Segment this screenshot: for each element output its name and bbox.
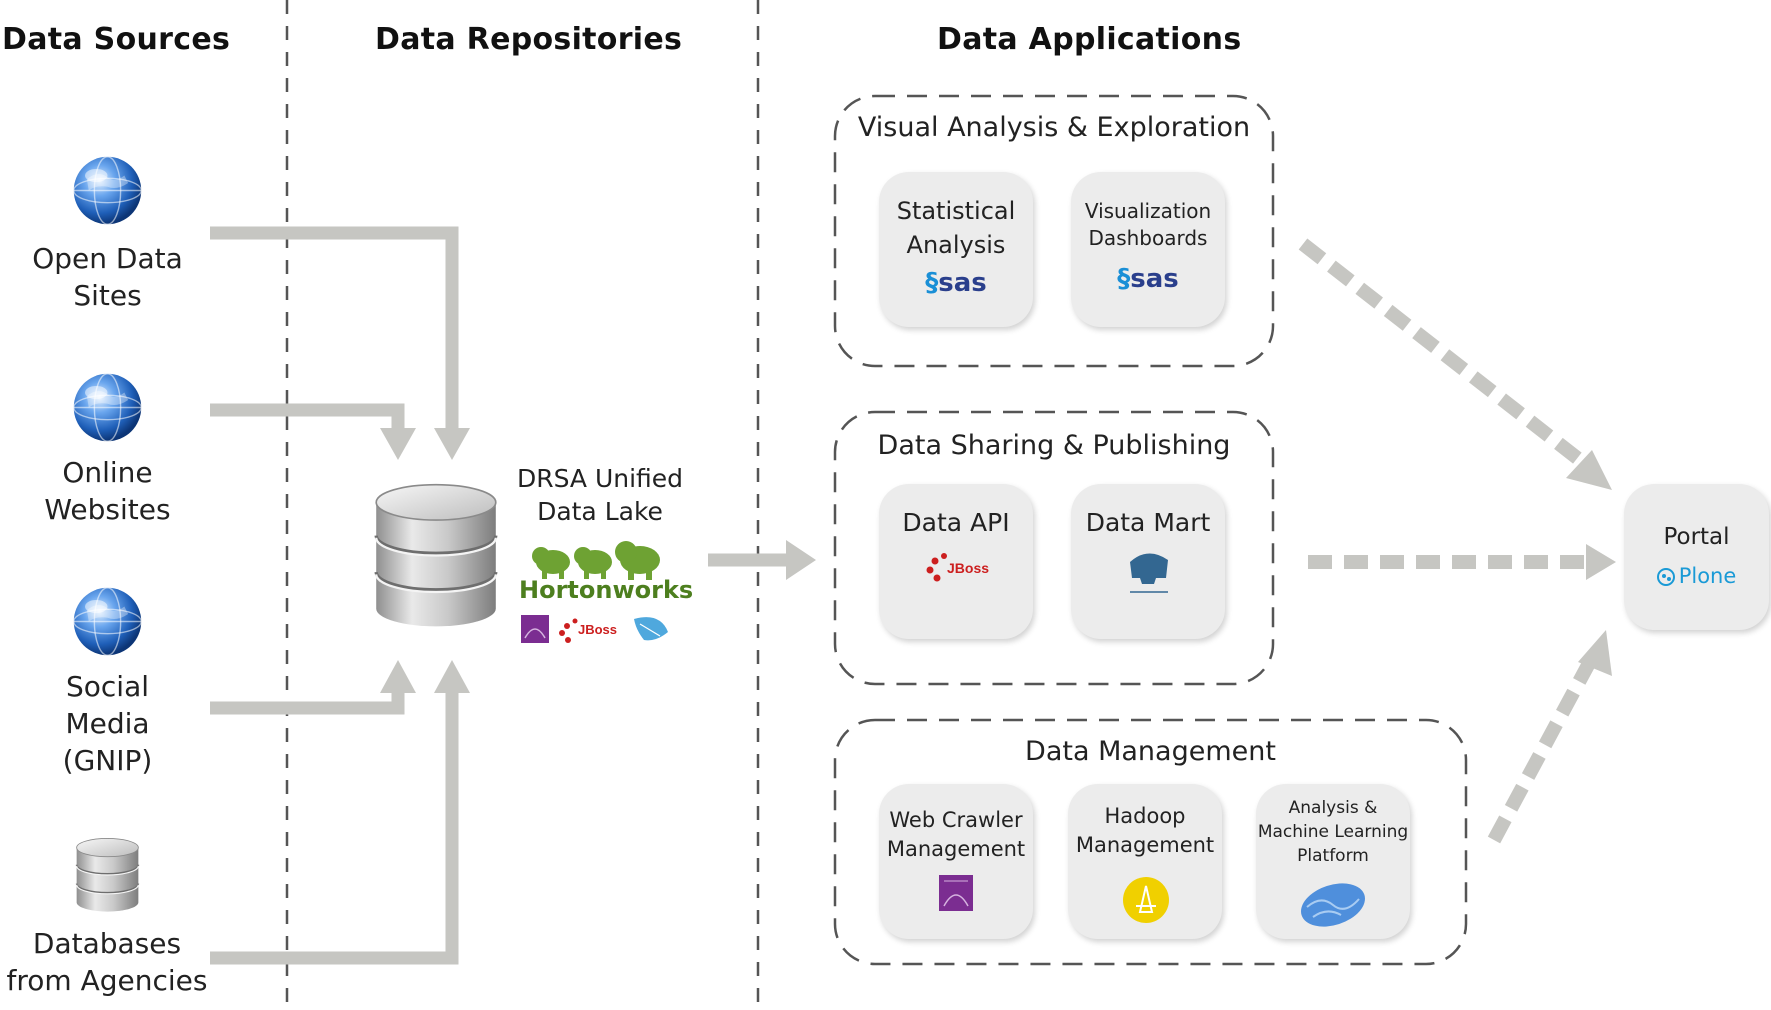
source-label-line: (GNIP) [62, 744, 153, 777]
purple-logo-icon [521, 615, 549, 643]
tile-web-crawler-management: Web Crawler Management [879, 784, 1033, 939]
arrow-visual-to-portal [1298, 238, 1595, 474]
group-title-visual-analysis: Visual Analysis & Exploration [857, 112, 1251, 143]
column-header-applications: Data Applications [937, 22, 1242, 57]
group-title-data-sharing: Data Sharing & Publishing [877, 430, 1231, 461]
source-label-line: Online [62, 456, 153, 489]
tile-label-line: Hadoop [1104, 804, 1186, 828]
hortonworks-label: Hortonworks [519, 576, 694, 604]
tile-label-line: Data Mart [1085, 508, 1211, 537]
tile-label-line: Web Crawler [889, 808, 1023, 832]
database-icon [75, 837, 140, 913]
source-label-line: Sites [73, 279, 142, 312]
tile-data-mart: Data Mart [1071, 484, 1225, 639]
hortonworks-elephants-icon [532, 541, 660, 580]
source-label-line: Open Data [32, 242, 183, 275]
source-label-open-data-sites: Open Data Sites [20, 240, 195, 314]
tile-label-line: Management [1075, 833, 1215, 857]
blue-whale-logo-icon [634, 617, 668, 641]
tile-statistical-analysis: Statistical Analysis §sas [879, 172, 1033, 327]
tile-label-line: Machine Learning [1257, 822, 1409, 842]
source-label-line: from Agencies [6, 964, 208, 997]
source-label-line: Media [65, 707, 150, 740]
source-label-online-websites: Online Websites [20, 454, 195, 528]
tile-hadoop-management: Hadoop Management [1068, 784, 1222, 939]
group-title-data-management: Data Management [1025, 736, 1276, 767]
tile-label-line: Data API [902, 508, 1010, 537]
data-lake-label-line: Data Lake [537, 497, 663, 526]
portal-arrows [1298, 238, 1601, 844]
tile-label-line: Platform [1297, 846, 1369, 866]
jboss-logo-icon: JBoss [559, 618, 617, 643]
data-lake-label-line: DRSA Unified [516, 464, 684, 493]
tile-visualization-dashboards: Visualization Dashboards §sas [1071, 172, 1225, 327]
plone-logo-icon [1656, 568, 1675, 586]
tile-label-line: Dashboards [1088, 226, 1208, 250]
arrow-management-to-portal [1487, 650, 1601, 844]
arrow-online-websites [210, 403, 405, 432]
arrow-open-data-sites [210, 226, 459, 432]
portal-arrowheads [1566, 450, 1616, 676]
sas-logo-icon: §sas [1117, 264, 1179, 294]
group-visual-analysis [833, 94, 1275, 368]
source-label-line: Social [65, 670, 149, 703]
source-label-line: Databases [32, 927, 182, 960]
tile-label-line: Management [886, 837, 1026, 861]
source-arrows [210, 226, 790, 965]
source-arrowheads [380, 428, 816, 693]
data-lake-label: DRSA Unified Data Lake [510, 462, 690, 528]
tile-data-api: Data API [879, 484, 1033, 639]
group-data-management [833, 718, 1468, 966]
globe-icon [73, 373, 142, 442]
column-header-repositories: Data Repositories [375, 22, 683, 57]
portal-title: Portal [1663, 524, 1730, 550]
source-label-line: Websites [44, 493, 171, 526]
sas-brand: sas [1130, 264, 1179, 294]
data-lake-database-icon [374, 482, 498, 629]
sas-logo-icon: §sas [925, 268, 987, 298]
tile-label-line: Analysis & [1288, 798, 1378, 818]
tile-analysis-ml-platform: Analysis & Machine Learning Platform [1256, 784, 1410, 939]
portal-box: Portal Plone [1624, 484, 1769, 630]
plone-brand-label: Plone [1678, 564, 1737, 588]
tile-label-line: Visualization [1084, 199, 1212, 223]
sas-brand: sas [938, 268, 987, 298]
globe-icon [73, 156, 142, 225]
arrow-social-media [210, 690, 405, 715]
source-label-social-media: Social Media (GNIP) [20, 668, 195, 779]
tile-label-line: Statistical [896, 197, 1016, 225]
group-data-sharing [833, 410, 1275, 686]
tile-label-line: Analysis [906, 231, 1006, 259]
source-label-databases: Databases from Agencies [2, 925, 212, 999]
arrow-databases [210, 690, 459, 965]
column-header-sources: Data Sources [2, 22, 231, 57]
svg-text:JBoss: JBoss [578, 622, 617, 637]
globe-icon [73, 587, 142, 656]
plone-brand: Plone [1624, 564, 1769, 588]
